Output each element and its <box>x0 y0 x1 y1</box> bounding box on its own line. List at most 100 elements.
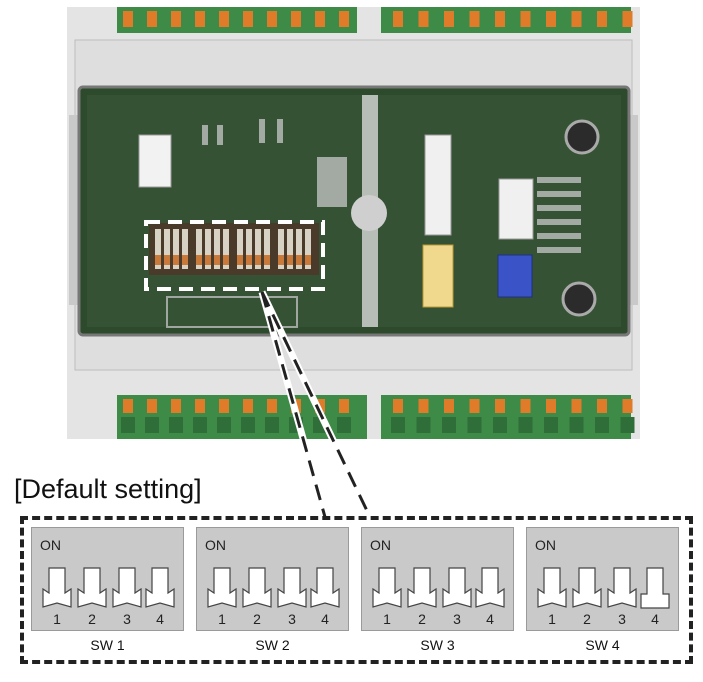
terminal-slot <box>121 417 135 433</box>
photo-dip-actuator <box>164 255 170 265</box>
terminal-screw <box>339 11 349 27</box>
on-label: ON <box>205 537 226 553</box>
switch-number: 4 <box>651 611 659 627</box>
terminal-screw <box>291 11 301 27</box>
default-setting-caption: [Default setting] <box>14 474 202 504</box>
switch-number: 3 <box>288 611 296 627</box>
switch-number: 1 <box>53 611 61 627</box>
controller-board-photo <box>67 7 640 439</box>
dip-switch-off[interactable] <box>310 567 340 609</box>
terminal-screw <box>418 399 429 413</box>
terminal-slot <box>467 417 482 433</box>
terminal-screw <box>520 11 531 27</box>
photo-dip-actuator <box>287 255 293 265</box>
terminal-slot <box>313 417 327 433</box>
switch-number: 2 <box>88 611 96 627</box>
terminal-screw <box>622 399 633 413</box>
on-label: ON <box>370 537 391 553</box>
photo-dip-actuator <box>173 255 179 265</box>
switch-group-label: SW 2 <box>255 637 290 653</box>
photo-dip-actuator <box>264 255 270 265</box>
terminal-screw <box>315 399 325 413</box>
terminal-screw <box>171 399 181 413</box>
dip-switch-off[interactable] <box>537 567 567 609</box>
terminal-screw <box>393 11 403 27</box>
terminal-screw <box>219 11 229 27</box>
terminal-screw <box>267 11 277 27</box>
terminal-screw <box>418 11 429 27</box>
terminal-slot <box>416 417 431 433</box>
dip-switch-off[interactable] <box>407 567 437 609</box>
terminal-screw <box>495 11 505 27</box>
terminal-screw <box>495 399 505 413</box>
switch-number: 2 <box>583 611 591 627</box>
pcb <box>77 85 631 337</box>
terminal-screw <box>291 399 301 413</box>
switch-number: 3 <box>123 611 131 627</box>
terminal-screw <box>469 399 480 413</box>
top-terminal-block <box>117 7 633 33</box>
dip-switch-off[interactable] <box>442 567 472 609</box>
dip-switch-off[interactable] <box>242 567 272 609</box>
dip-switch-off[interactable] <box>572 567 602 609</box>
switch-number: 4 <box>486 611 494 627</box>
dip-switch-off[interactable] <box>277 567 307 609</box>
terminal-slot <box>145 417 159 433</box>
terminal-screw <box>171 11 181 27</box>
terminal-screw <box>315 11 325 27</box>
terminal-slot <box>544 417 558 433</box>
switch-group-label: SW 3 <box>420 637 455 653</box>
photo-dip-actuator <box>305 255 311 265</box>
dip-switch-on[interactable] <box>640 567 670 609</box>
dip-switch-off[interactable] <box>372 567 402 609</box>
terminal-screw <box>243 399 253 413</box>
terminal-screw <box>597 399 607 413</box>
terminal-screw <box>444 11 454 27</box>
terminal-screw <box>147 399 157 413</box>
terminal-screw <box>520 399 531 413</box>
terminal-slot <box>337 417 351 433</box>
photo-dip-actuator <box>223 255 229 265</box>
photo-dip-actuator <box>155 255 161 265</box>
dip-switch-off[interactable] <box>607 567 637 609</box>
photo-dip-actuator <box>205 255 211 265</box>
terminal-screw <box>622 11 633 27</box>
terminal-slot <box>169 417 183 433</box>
photo-dip-actuator <box>214 255 220 265</box>
terminal-slot <box>442 417 456 433</box>
terminal-screw <box>444 399 454 413</box>
terminal-slot <box>193 417 207 433</box>
photo-dip-actuator <box>255 255 261 265</box>
on-label: ON <box>535 537 556 553</box>
dip-switch-off[interactable] <box>42 567 72 609</box>
terminal-slot <box>595 417 609 433</box>
switch-group-label: SW 4 <box>585 637 620 653</box>
terminal-screw <box>469 11 480 27</box>
switch-number: 1 <box>218 611 226 627</box>
terminal-slot <box>391 417 405 433</box>
terminal-screw <box>123 399 133 413</box>
terminal-screw <box>546 399 556 413</box>
terminal-slot <box>620 417 635 433</box>
photo-dip-actuator <box>196 255 202 265</box>
terminal-screw <box>339 399 349 413</box>
terminal-slot <box>217 417 231 433</box>
dip-switch-off[interactable] <box>145 567 175 609</box>
terminal-slot <box>518 417 533 433</box>
dip-switch-off[interactable] <box>112 567 142 609</box>
terminal-screw <box>243 11 253 27</box>
switch-number: 1 <box>383 611 391 627</box>
dip-switch-off[interactable] <box>475 567 505 609</box>
terminal-screw <box>147 11 157 27</box>
switch-number: 2 <box>418 611 426 627</box>
switch-group-label: SW 1 <box>90 637 125 653</box>
dip-switch-bank <box>149 223 319 275</box>
dip-switch-off[interactable] <box>207 567 237 609</box>
dip-switch-off[interactable] <box>77 567 107 609</box>
switch-number: 4 <box>321 611 329 627</box>
